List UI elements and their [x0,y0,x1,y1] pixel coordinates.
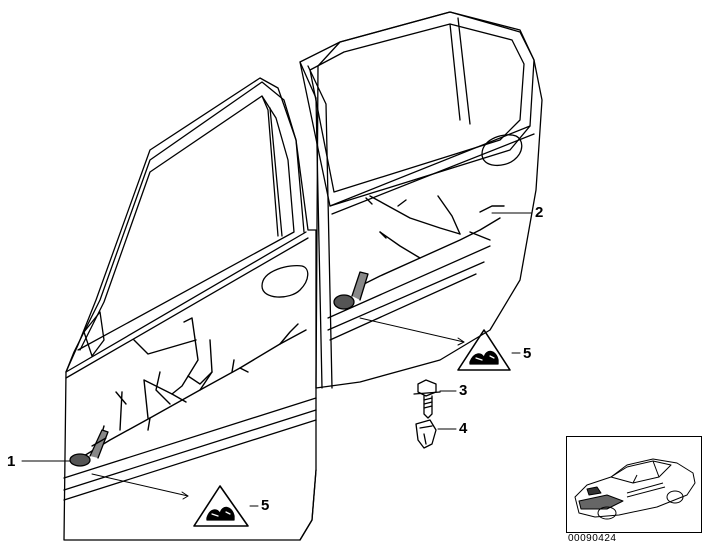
rear-connector-grommet [333,271,369,310]
leader-lines [21,212,533,507]
warning-label-icon-1 [193,485,249,527]
front-wiring-harness [73,317,307,463]
rear-b-pillar [299,61,333,389]
front-mirror-mount [83,311,105,357]
screw-part-3 [413,379,441,419]
rear-lower-molding [327,245,491,341]
front-window-inner [77,95,295,351]
front-door-outline [63,77,317,541]
front-door-handle [261,264,309,298]
front-window-pillar [261,95,283,237]
callout-3: 3 [459,382,468,399]
vehicle-thumbnail [566,436,702,533]
rear-window-inner [309,23,525,193]
callout-4: 4 [459,420,468,437]
front-window-frame [65,81,305,373]
diagram-code: 00090424 [568,533,617,544]
car-icon [574,458,696,520]
rear-belt-line [329,125,535,215]
front-lower-molding [63,397,317,501]
front-belt-line [65,231,309,379]
callout-2: 2 [535,204,544,221]
rear-window-frame [299,11,535,207]
clip-nut-part-4 [415,419,437,449]
warning-label-icon-2 [457,329,511,371]
callout-5a: 5 [261,497,270,514]
callout-1: 1 [7,453,16,470]
rear-window-pillar [449,17,471,125]
rear-door-handle [481,134,523,166]
rear-wiring-harness [359,195,505,287]
front-connector-grommet [69,429,109,467]
rear-door [299,11,543,389]
front-door [63,77,317,541]
callout-5b: 5 [523,345,532,362]
